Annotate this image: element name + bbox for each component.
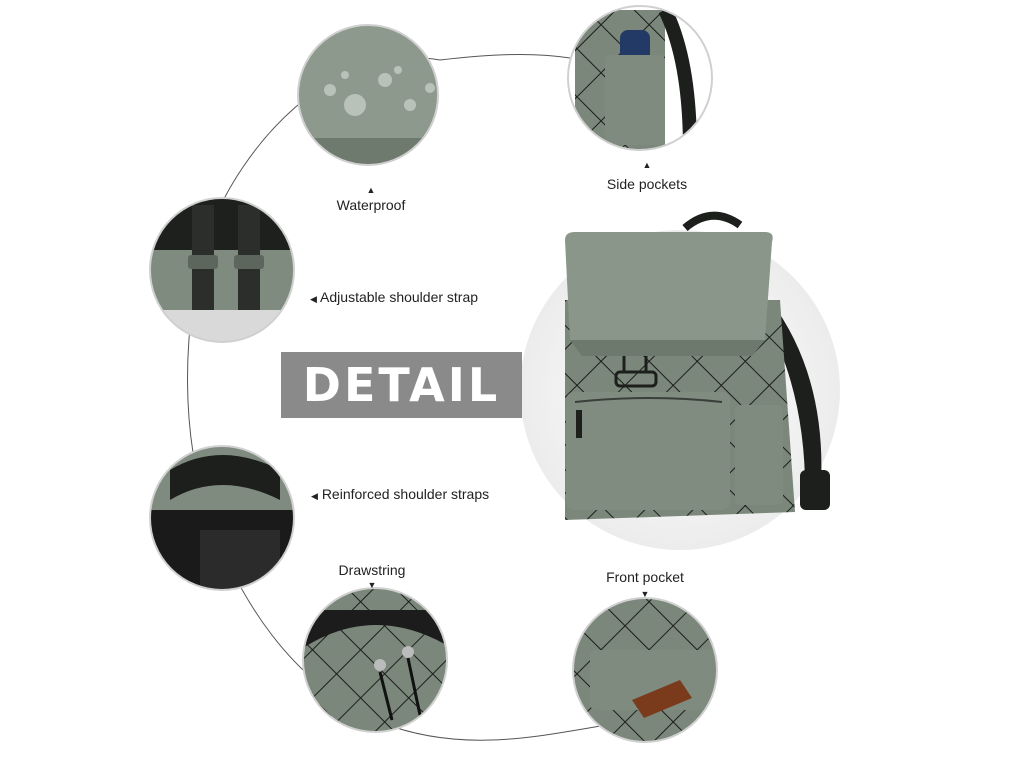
detail-adjustable-strap — [150, 198, 294, 342]
down-arrow-icon: ▼ — [640, 589, 650, 599]
label-side-pockets: ▲ Side pockets — [603, 160, 691, 192]
label-waterproof-text: Waterproof — [336, 197, 406, 213]
detail-title: DETAIL — [302, 358, 501, 412]
detail-waterproof — [298, 25, 438, 165]
label-reinforced-straps: ◀ Reinforced shoulder straps — [311, 486, 489, 502]
label-adjustable-strap-text: Adjustable shoulder strap — [320, 289, 479, 305]
connector-arc-top — [439, 53, 571, 61]
label-waterproof: ▲ Waterproof — [333, 185, 409, 213]
label-drawstring: Drawstring ▼ — [335, 562, 409, 590]
label-front-pocket-text: Front pocket — [606, 569, 684, 585]
detail-front-pocket — [573, 598, 717, 742]
label-side-pockets-text: Side pockets — [606, 176, 688, 192]
up-arrow-icon: ▲ — [642, 160, 652, 170]
detail-banner: DETAIL — [281, 352, 522, 418]
down-arrow-icon: ▼ — [367, 580, 377, 590]
backpack-main — [565, 211, 830, 520]
left-arrow-icon: ◀ — [310, 294, 317, 304]
label-front-pocket: Front pocket ▼ — [601, 569, 689, 599]
left-arrow-icon: ◀ — [311, 491, 318, 501]
label-drawstring-text: Drawstring — [338, 562, 406, 578]
detail-reinforced-straps — [150, 446, 294, 590]
label-reinforced-straps-text: Reinforced shoulder straps — [321, 486, 490, 502]
label-adjustable-strap: ◀ Adjustable shoulder strap — [310, 289, 478, 305]
detail-side-pockets — [568, 6, 712, 150]
up-arrow-icon: ▲ — [366, 185, 376, 195]
detail-drawstring — [303, 588, 447, 732]
